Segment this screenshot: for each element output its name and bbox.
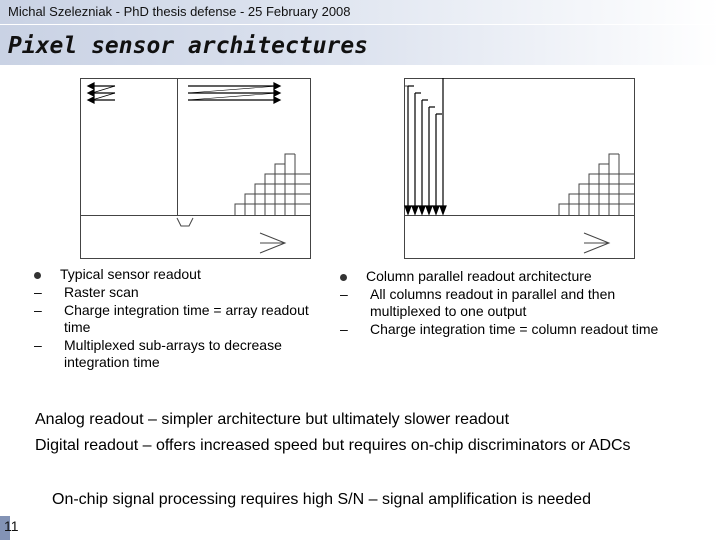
- analog-readout-line: Analog readout – simpler architecture bu…: [35, 411, 510, 428]
- sub-item-text: Raster scan: [64, 284, 139, 300]
- column-parallel-diagram: [404, 78, 635, 259]
- dash-icon: –: [340, 286, 348, 302]
- sub-item-text: All columns readout in parallel and then…: [370, 286, 616, 319]
- right-bullet-list: Column parallel readout architecture – A…: [340, 268, 685, 338]
- page-number: 11: [4, 518, 19, 534]
- bullet-text: Column parallel readout architecture: [366, 268, 592, 284]
- bullet-dot-icon: [340, 274, 347, 281]
- sub-item-text: Multiplexed sub-arrays to decrease integ…: [64, 337, 282, 370]
- raster-scan-diagram: [80, 78, 311, 259]
- sub-item: – All columns readout in parallel and th…: [340, 286, 685, 320]
- sub-item: – Multiplexed sub-arrays to decrease int…: [34, 337, 334, 371]
- header-text: Michal Szelezniak - PhD thesis defense -…: [8, 4, 351, 19]
- bullet-text: Typical sensor readout: [60, 266, 201, 282]
- left-bullet-list: Typical sensor readout – Raster scan – C…: [34, 266, 334, 371]
- slide-title: Pixel sensor architectures: [8, 33, 369, 59]
- sensor-outline: [80, 78, 311, 259]
- dash-icon: –: [34, 337, 42, 353]
- sub-item: – Charge integration time = array readou…: [34, 302, 334, 336]
- sub-item-text: Charge integration time = array readout …: [64, 302, 309, 335]
- sub-item: – Charge integration time = column reado…: [340, 321, 685, 338]
- title-bar: [0, 25, 720, 65]
- signal-processing-line: On-chip signal processing requires high …: [52, 491, 591, 508]
- header-bar: [0, 0, 720, 24]
- dash-icon: –: [34, 302, 42, 318]
- sub-item: – Raster scan: [34, 284, 334, 301]
- sub-item-text: Charge integration time = column readout…: [370, 321, 659, 337]
- bullet-item: Typical sensor readout: [34, 266, 334, 283]
- bullet-dot-icon: [34, 272, 41, 279]
- dash-icon: –: [34, 284, 42, 300]
- dash-icon: –: [340, 321, 348, 337]
- page-number-tab: [0, 516, 10, 540]
- digital-readout-line: Digital readout – offers increased speed…: [35, 437, 631, 454]
- bullet-item: Column parallel readout architecture: [340, 268, 685, 285]
